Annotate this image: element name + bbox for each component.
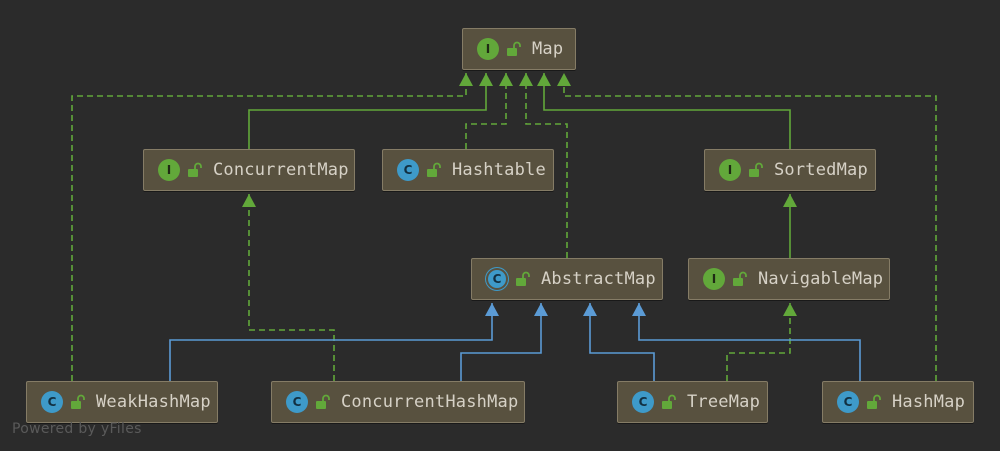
node-label: WeakHashMap [96, 392, 211, 412]
edge-weak-hash-map-to-abstract-map [169, 303, 493, 381]
edge-abstract-map-to-map [525, 73, 568, 258]
open-lock-icon [507, 41, 521, 56]
abstract-class-badge-icon: C [486, 268, 508, 290]
interface-badge-icon: I [703, 268, 725, 290]
edge-hash-map-to-map [563, 73, 937, 381]
node-weak-hash-map[interactable]: C WeakHashMap [26, 381, 218, 423]
node-label: ConcurrentMap [213, 160, 349, 180]
node-label: NavigableMap [758, 269, 884, 289]
arrowhead-icon [519, 73, 533, 86]
node-map[interactable]: I Map [462, 28, 576, 70]
arrowhead-icon [557, 73, 571, 86]
node-navigable-map[interactable]: I NavigableMap [688, 258, 890, 300]
arrowhead-icon [583, 303, 597, 316]
class-badge-icon: C [837, 391, 859, 413]
arrowhead-icon [537, 73, 551, 86]
arrowhead-icon [632, 303, 646, 316]
arrowhead-icon [459, 73, 473, 86]
edge-hashtable-to-map [465, 73, 507, 149]
edge-concurrent-hash-map-to-abstract-map [460, 303, 542, 381]
edge-concurrent-hash-map-to-concurrent-map [248, 194, 335, 381]
arrowhead-icon [242, 194, 256, 207]
class-badge-icon: C [397, 159, 419, 181]
arrowhead-icon [485, 303, 499, 316]
node-label: Map [532, 39, 564, 59]
arrowhead-icon [783, 303, 797, 316]
interface-badge-icon: I [477, 38, 499, 60]
interface-badge-icon: I [719, 159, 741, 181]
interface-badge-icon: I [158, 159, 180, 181]
edge-hash-map-to-abstract-map [638, 303, 861, 381]
edge-tree-map-to-navigable-map [726, 303, 791, 381]
node-sorted-map[interactable]: I SortedMap [704, 149, 876, 191]
edge-weak-hash-map-to-map [71, 73, 467, 381]
edge-tree-map-to-abstract-map [589, 303, 655, 381]
open-lock-icon [662, 394, 676, 409]
node-hashtable[interactable]: C Hashtable [382, 149, 554, 191]
arrowhead-icon [479, 73, 493, 86]
open-lock-icon [71, 394, 85, 409]
node-concurrent-hash-map[interactable]: C ConcurrentHashMap [271, 381, 525, 423]
edge-concurrent-map-to-map [248, 73, 487, 149]
node-label: SortedMap [774, 160, 868, 180]
node-label: TreeMap [687, 392, 761, 412]
open-lock-icon [316, 394, 330, 409]
node-hash-map[interactable]: C HashMap [822, 381, 974, 423]
node-label: ConcurrentHashMap [341, 392, 519, 412]
arrowhead-icon [534, 303, 548, 316]
class-badge-icon: C [41, 391, 63, 413]
powered-by-watermark: Powered by yFiles [12, 421, 142, 437]
edge-sorted-map-to-map [543, 73, 791, 149]
class-badge-icon: C [286, 391, 308, 413]
open-lock-icon [188, 162, 202, 177]
node-abstract-map[interactable]: C AbstractMap [471, 258, 663, 300]
node-concurrent-map[interactable]: I ConcurrentMap [143, 149, 355, 191]
node-label: Hashtable [452, 160, 546, 180]
node-tree-map[interactable]: C TreeMap [617, 381, 768, 423]
open-lock-icon [427, 162, 441, 177]
arrowhead-icon [783, 194, 797, 207]
open-lock-icon [516, 271, 530, 286]
node-label: HashMap [892, 392, 966, 412]
open-lock-icon [749, 162, 763, 177]
class-badge-icon: C [632, 391, 654, 413]
open-lock-icon [867, 394, 881, 409]
node-label: AbstractMap [541, 269, 656, 289]
arrowhead-icon [499, 73, 513, 86]
open-lock-icon [733, 271, 747, 286]
